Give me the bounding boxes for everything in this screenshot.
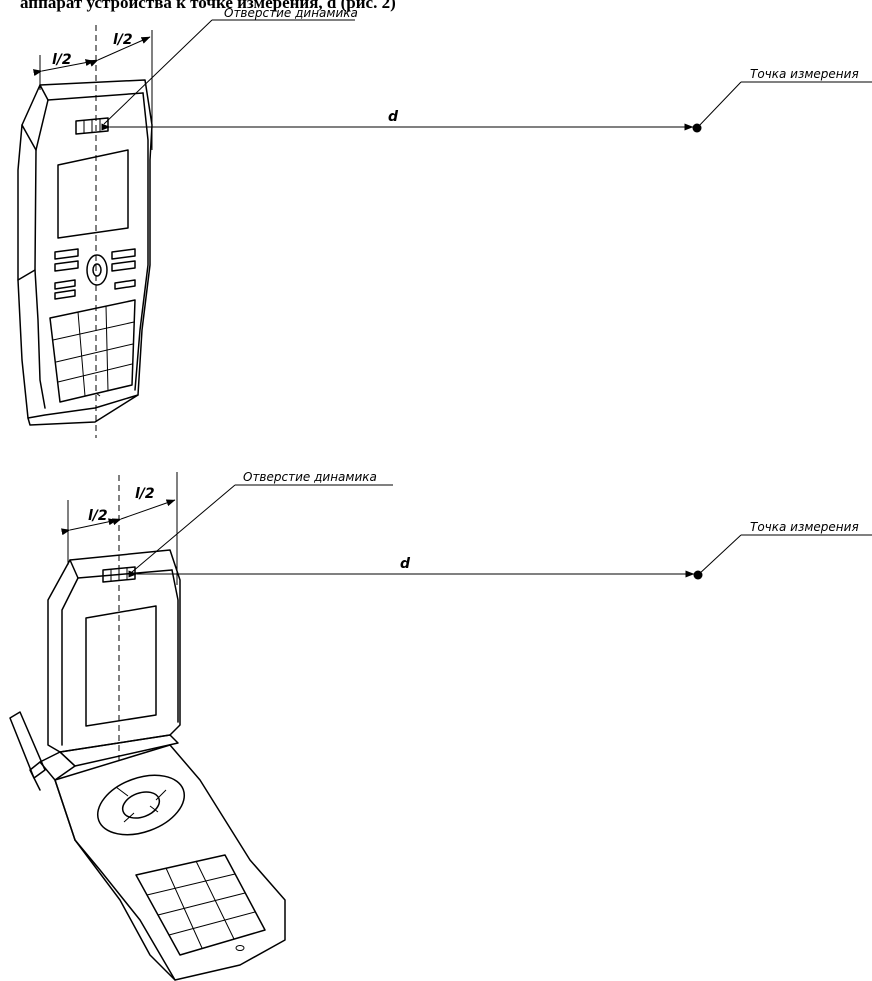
candybar-phone (17, 79, 153, 426)
bottom-figure: l/2 l/2 Отверстие динамика d Точка измер… (9, 470, 872, 981)
speaker-opening-label: Отверстие динамика (243, 470, 377, 484)
distance-label: d (400, 556, 411, 572)
speaker-opening-label: Отверстие динамика (224, 6, 358, 20)
half-width-left-label: l/2 (52, 52, 72, 68)
distance-label: d (388, 109, 399, 125)
flip-phone (9, 549, 286, 981)
top-figure: l/2 l/2 Отверстие динамика d Точка измер… (17, 6, 872, 438)
half-width-right-label: l/2 (113, 32, 133, 48)
header-text: аппарат устройства к точке измерения, d … (20, 0, 396, 12)
half-width-left-label: l/2 (88, 508, 108, 524)
measurement-point-label: Точка измерения (750, 520, 859, 534)
measurement-point-label: Точка измерения (750, 67, 859, 81)
half-width-right-label: l/2 (135, 486, 155, 502)
